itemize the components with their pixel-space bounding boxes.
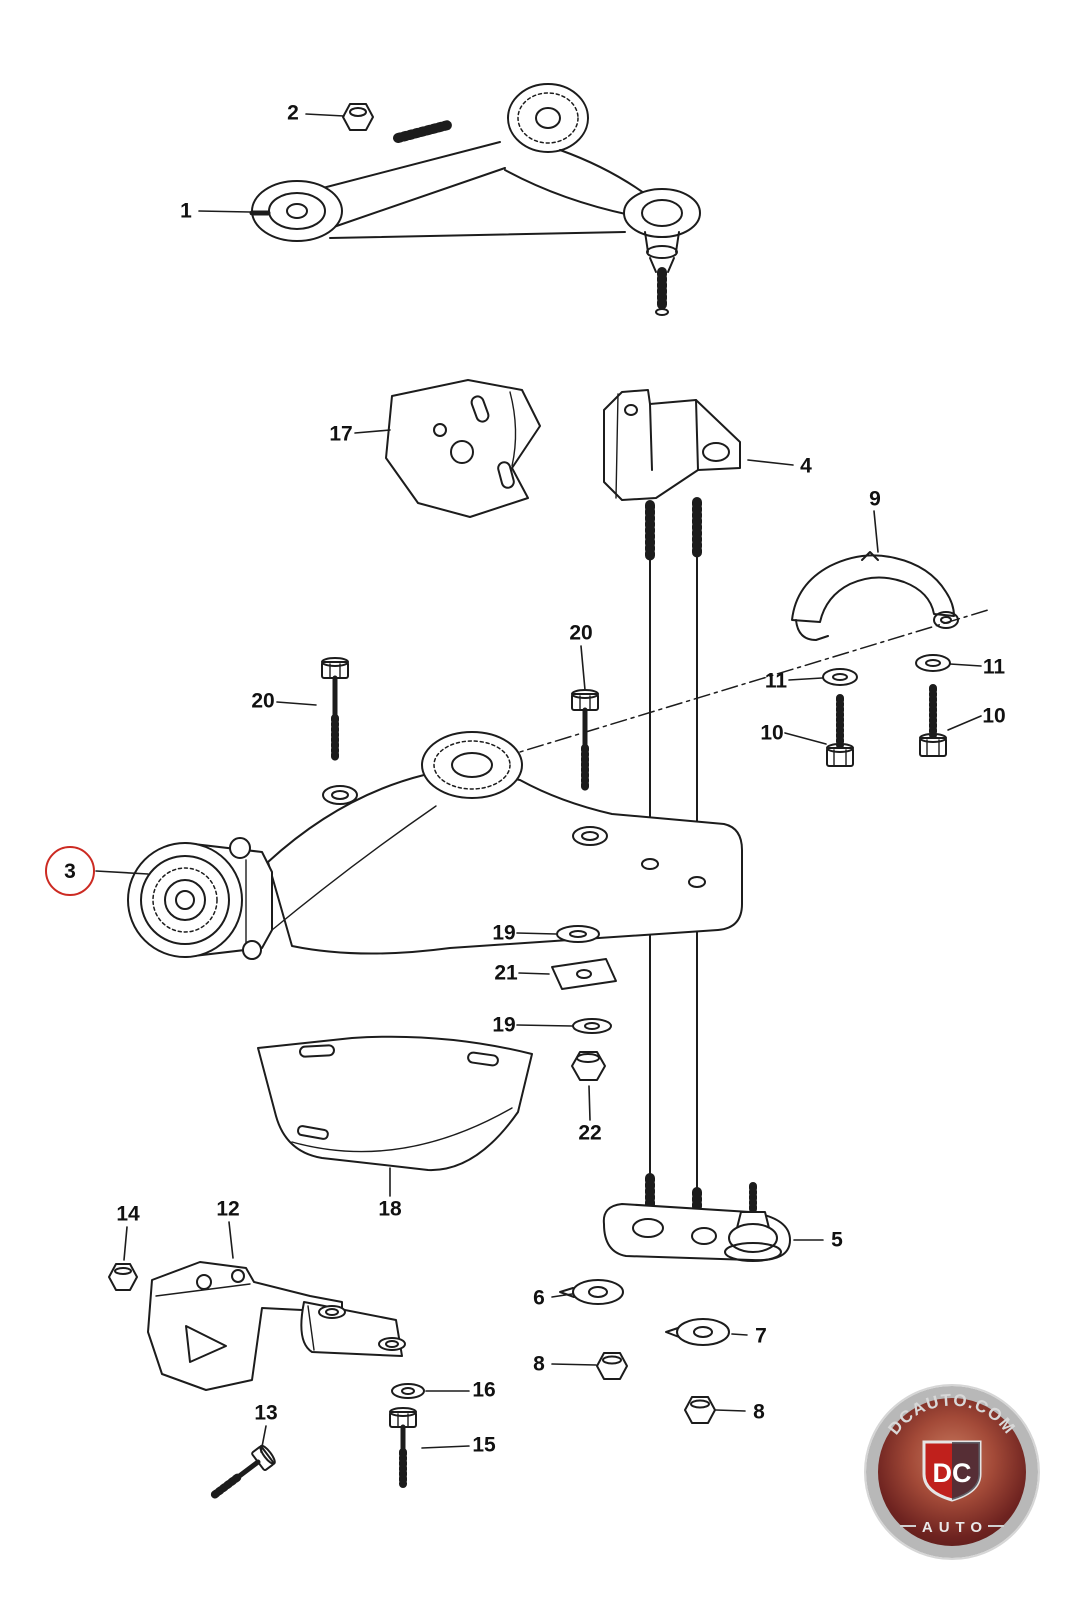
callout-16: 16 (472, 1378, 496, 1402)
watermark-badge: DCAUTO.COM DC AUTO (864, 1384, 1040, 1560)
part-3-lower-control-arm (127, 731, 743, 960)
callout-11-left: 11 (764, 669, 788, 693)
watermark-word: AUTO (922, 1519, 988, 1536)
callout-13: 13 (254, 1401, 278, 1425)
callout-19-bottom: 19 (492, 1013, 516, 1037)
callout-4: 4 (800, 454, 812, 478)
part-9-clamp (791, 551, 959, 641)
part-10-bolt-right (919, 684, 947, 757)
callout-17: 17 (329, 422, 353, 446)
callout-20-upper: 20 (569, 621, 593, 645)
part-8-nut-left (596, 1352, 628, 1380)
part-11-washer-left (822, 668, 858, 686)
callout-20-left: 20 (251, 689, 275, 713)
part-19-washer-bottom (572, 1018, 612, 1034)
part-20-bolt-left (321, 657, 349, 762)
part-6-eccentric-washer (559, 1279, 624, 1305)
callout-5: 5 (831, 1228, 843, 1252)
callout-11-right: 11 (982, 655, 1006, 679)
callout-7: 7 (755, 1324, 767, 1348)
part-17-bracket (385, 379, 541, 518)
part-10-bolt-left (826, 694, 854, 767)
diagram-artwork (95, 83, 989, 1499)
part-8-nut-right (684, 1396, 716, 1424)
callout-21: 21 (494, 961, 518, 985)
leader-lines (95, 113, 982, 1453)
callout-6: 6 (533, 1286, 545, 1310)
watermark-initials: DC (933, 1458, 972, 1488)
part-11-washer-right (915, 654, 951, 672)
callout-18: 18 (378, 1197, 402, 1221)
part-13-bolt (210, 1444, 276, 1499)
part-1-upper-control-arm (249, 83, 701, 316)
part-7-eccentric-washer (665, 1318, 730, 1346)
callout-10-right: 10 (982, 704, 1006, 728)
part-19-washer-top (556, 925, 600, 943)
part-18-stone-guard (257, 1035, 533, 1172)
part-15-bolt (389, 1407, 417, 1488)
callout-19-top: 19 (492, 921, 516, 945)
part-21-plate (551, 958, 617, 990)
part-22-nut (571, 1051, 606, 1081)
part-20-bolt-upper (571, 689, 599, 792)
callout-8-right: 8 (753, 1400, 765, 1424)
part-5-ball-joint-bracket (602, 1182, 791, 1262)
callout-1: 1 (180, 199, 192, 223)
part-12-bracket (147, 1261, 406, 1391)
callout-3-highlighted: 3 (45, 846, 95, 896)
callout-2: 2 (287, 101, 299, 125)
callout-14: 14 (116, 1202, 140, 1226)
callout-12: 12 (216, 1197, 240, 1221)
callout-8-left: 8 (533, 1352, 545, 1376)
part-4-bracket (603, 389, 741, 501)
center-axis-line (499, 609, 989, 759)
part-14-nut (108, 1263, 138, 1291)
part-2-nut (342, 103, 374, 131)
part-16-washer (391, 1383, 425, 1399)
callout-15: 15 (472, 1433, 496, 1457)
callout-9: 9 (869, 487, 881, 511)
callout-10-left: 10 (760, 721, 784, 745)
callout-22: 22 (578, 1121, 602, 1145)
